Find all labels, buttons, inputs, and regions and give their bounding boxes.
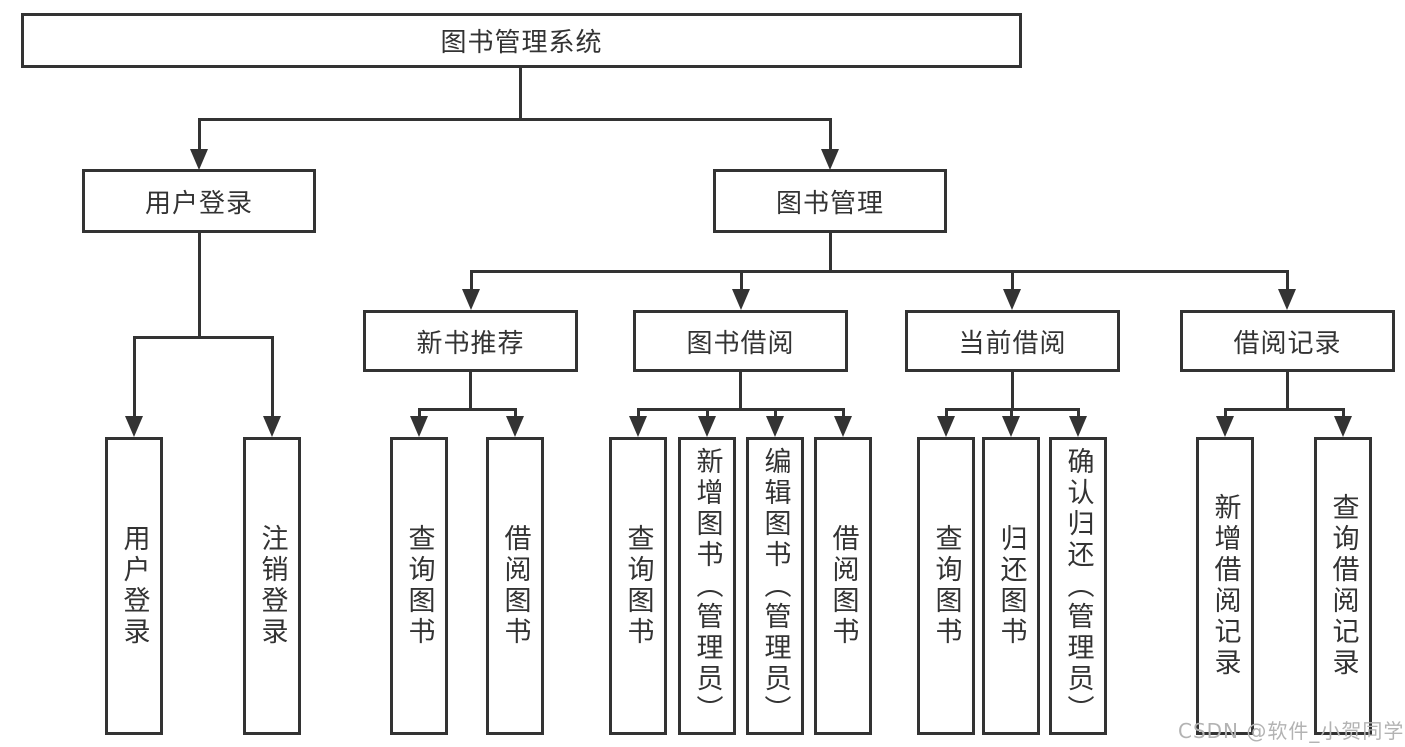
arrowhead-icon xyxy=(1278,289,1296,310)
connector-line xyxy=(842,408,845,418)
leaf-add-borrow-record: 新增借阅记录 xyxy=(1196,437,1254,735)
node-label: 借阅图书 xyxy=(499,524,531,648)
connector-line xyxy=(133,336,274,339)
node-user-login: 用户登录 xyxy=(82,169,316,233)
node-label: 图书借阅 xyxy=(686,328,795,359)
connector-line xyxy=(637,408,844,411)
leaf-borrow-books-borrowing: 借阅图书 xyxy=(814,437,872,735)
node-library-management-system: 图书管理系统 xyxy=(21,13,1022,68)
arrowhead-icon xyxy=(506,416,524,437)
node-label: 借阅图书 xyxy=(827,524,859,648)
connector-line xyxy=(418,408,517,411)
node-current-borrowing: 当前借阅 xyxy=(905,310,1120,372)
connector-line xyxy=(418,408,421,418)
node-label: 当前借阅 xyxy=(958,328,1067,359)
node-label: 注销登录 xyxy=(256,524,288,648)
connector-line xyxy=(1224,408,1227,418)
leaf-query-books-recommend: 查询图书 xyxy=(390,437,448,735)
node-book-management: 图书管理 xyxy=(713,169,947,233)
node-label: 确认归还（管理员） xyxy=(1062,446,1094,726)
leaf-confirm-return-admin: 确认归还（管理员） xyxy=(1049,437,1107,735)
connector-line xyxy=(198,232,201,338)
arrowhead-icon xyxy=(698,416,716,437)
node-label: 归还图书 xyxy=(995,524,1027,648)
watermark: CSDN @软件_小贺同学 xyxy=(1178,719,1405,743)
leaf-query-borrow-record: 查询借阅记录 xyxy=(1314,437,1372,735)
node-book-borrowing: 图书借阅 xyxy=(633,310,848,372)
connector-line xyxy=(637,408,640,418)
node-label: 用户登录 xyxy=(144,188,253,219)
leaf-return-books: 归还图书 xyxy=(982,437,1040,735)
leaf-add-book-admin: 新增图书（管理员） xyxy=(678,437,736,735)
node-borrowing-records: 借阅记录 xyxy=(1180,310,1395,372)
node-label: 查询图书 xyxy=(403,524,435,648)
connector-line xyxy=(739,372,742,410)
connector-line xyxy=(1077,408,1080,418)
connector-line xyxy=(1011,270,1014,292)
connector-line xyxy=(1286,270,1289,292)
connector-line xyxy=(706,408,709,418)
node-label: 图书管理 xyxy=(775,188,884,219)
connector-line xyxy=(774,408,777,418)
leaf-edit-book-admin: 编辑图书（管理员） xyxy=(746,437,804,735)
node-label: 借阅记录 xyxy=(1233,328,1342,359)
leaf-query-books-borrowing: 查询图书 xyxy=(609,437,667,735)
connector-line xyxy=(1011,372,1014,410)
connector-line xyxy=(829,118,832,152)
node-label: 新增图书（管理员） xyxy=(691,446,723,726)
connector-line xyxy=(829,232,832,272)
connector-line xyxy=(1010,408,1013,418)
arrowhead-icon xyxy=(821,149,839,170)
connector-line xyxy=(1286,372,1289,410)
connector-line xyxy=(1342,408,1345,418)
arrowhead-icon xyxy=(937,416,955,437)
leaf-logout: 注销登录 xyxy=(243,437,301,735)
arrowhead-icon xyxy=(1069,416,1087,437)
arrowhead-icon xyxy=(1003,289,1021,310)
node-label: 新增借阅记录 xyxy=(1209,493,1241,679)
arrowhead-icon xyxy=(462,289,480,310)
connector-line xyxy=(945,408,948,418)
arrowhead-icon xyxy=(629,416,647,437)
arrowhead-icon xyxy=(1334,416,1352,437)
node-label: 新书推荐 xyxy=(416,328,525,359)
leaf-query-books-current: 查询图书 xyxy=(917,437,975,735)
node-label: 用户登录 xyxy=(118,524,150,648)
connector-line xyxy=(1224,408,1345,411)
connector-line xyxy=(470,270,1289,273)
arrowhead-icon xyxy=(410,416,428,437)
node-label: 编辑图书（管理员） xyxy=(759,446,791,726)
arrowhead-icon xyxy=(1216,416,1234,437)
node-label: 查询图书 xyxy=(622,524,654,648)
connector-line xyxy=(198,118,201,152)
arrowhead-icon xyxy=(766,416,784,437)
connector-line xyxy=(198,118,832,121)
connector-line xyxy=(740,270,743,292)
arrowhead-icon xyxy=(834,416,852,437)
connector-line xyxy=(470,270,473,292)
arrowhead-icon xyxy=(263,416,281,437)
connector-line xyxy=(469,372,472,410)
node-label: 图书管理系统 xyxy=(440,28,603,58)
leaf-borrow-books-recommend: 借阅图书 xyxy=(486,437,544,735)
connector-line xyxy=(519,68,522,120)
connector-line xyxy=(133,336,136,421)
node-label: 查询借阅记录 xyxy=(1327,493,1359,679)
arrowhead-icon xyxy=(190,149,208,170)
arrowhead-icon xyxy=(732,289,750,310)
leaf-user-login: 用户登录 xyxy=(105,437,163,735)
node-label: 查询图书 xyxy=(930,524,962,648)
arrowhead-icon xyxy=(1002,416,1020,437)
connector-line xyxy=(271,336,274,421)
node-new-book-recommend: 新书推荐 xyxy=(363,310,578,372)
connector-line xyxy=(514,408,517,418)
arrowhead-icon xyxy=(125,416,143,437)
